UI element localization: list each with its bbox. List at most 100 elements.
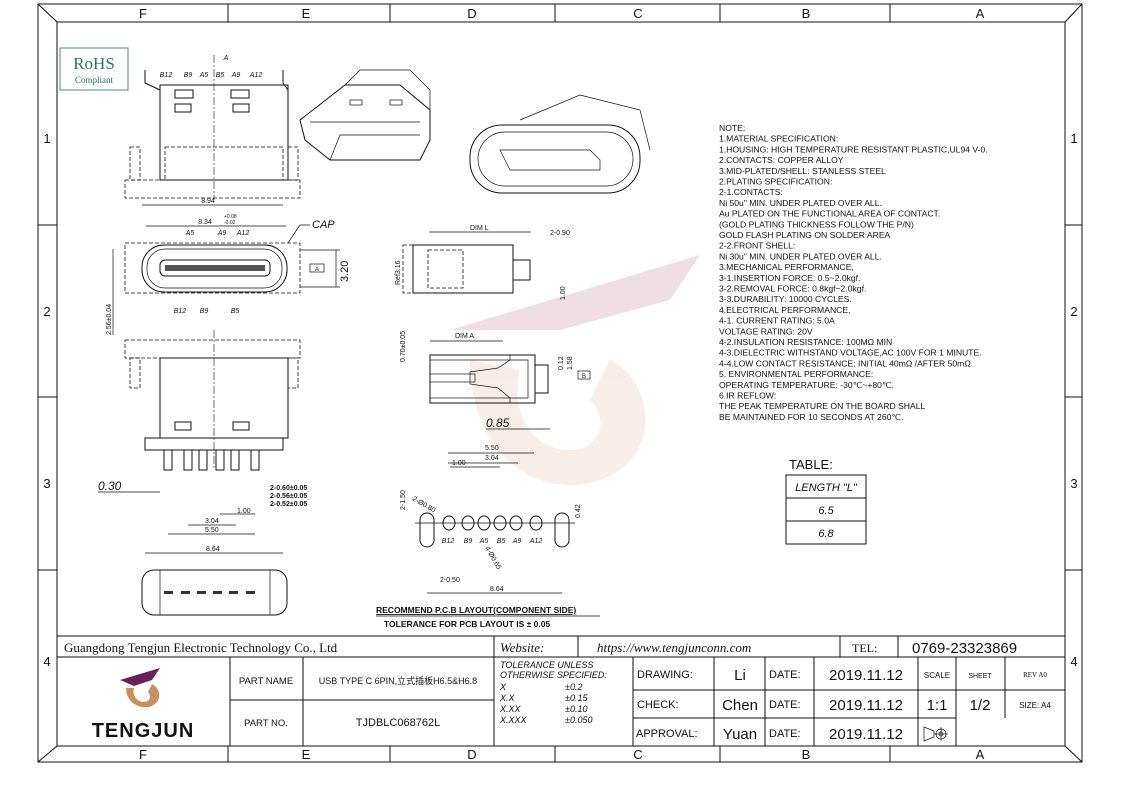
table-cell: 6.8 bbox=[818, 528, 834, 540]
pitch-dimension: 1.00 bbox=[237, 508, 251, 515]
note-line: 3-1.INSERTION FORCE: 0.5~2.0kgf. bbox=[719, 273, 860, 283]
note-line: 3-3.DURABILITY: 10000 CYCLES. bbox=[719, 294, 852, 304]
column-label: E bbox=[302, 6, 311, 21]
front-view: 8.34 +0.08 -0.02 CAP A5 A9 A12 B12 B9 B5… bbox=[106, 214, 351, 335]
note-line: 3.MECHANICAL PERFORMANCE, bbox=[719, 262, 854, 272]
tengjun-logo: TENGJUN bbox=[92, 668, 193, 742]
section-view: DIM A 0.70±0.05 0.12 1.58 B 0.85 bbox=[400, 331, 591, 430]
dimension: 0.12 bbox=[558, 356, 565, 370]
tolerance-value: ±0.15 bbox=[565, 693, 588, 703]
height-dimension: 3.20 bbox=[339, 261, 351, 282]
column-label: E bbox=[302, 747, 311, 762]
check-date: 2019.11.12 bbox=[829, 697, 903, 714]
thickness-dimension: 0.70±0.05 bbox=[400, 331, 407, 362]
pin-label: B9 bbox=[184, 72, 193, 79]
column-label: C bbox=[633, 6, 642, 21]
title-block: Guangdong Tengjun Electronic Technology … bbox=[57, 635, 1065, 746]
approval-label: APPROVAL: bbox=[636, 728, 698, 740]
tolerance-format: X.X bbox=[499, 693, 516, 703]
pcb-dimension: 5.50 bbox=[485, 445, 499, 452]
pin-label: A5 bbox=[185, 230, 195, 237]
website-link[interactable]: https://www.tengjunconn.com bbox=[597, 640, 751, 655]
dimension: 1.58 bbox=[567, 356, 574, 370]
website-label: Website: bbox=[500, 640, 544, 655]
pcb-dimension: 1.00 bbox=[452, 460, 466, 467]
sheet-label: SHEET bbox=[968, 673, 992, 680]
drawing-frame: F E D C B A F E D C B A 1 2 3 4 1 2 3 4 bbox=[37, 3, 1083, 763]
span-dimension: 8.64 bbox=[490, 586, 504, 593]
note-line: Ni 50u" MIN. UNDER PLATED OVER ALL. bbox=[719, 198, 882, 208]
tolerance-format: X.XXX bbox=[499, 715, 528, 725]
depth-dimension: 0.85 bbox=[486, 416, 510, 430]
width-dimension: 8.34 bbox=[198, 219, 212, 226]
span-dimension: 3.04 bbox=[205, 518, 219, 525]
column-label: B bbox=[802, 6, 811, 21]
width-dimension: 8.94 bbox=[201, 198, 215, 205]
date-label: DATE: bbox=[769, 728, 801, 740]
column-label: A bbox=[976, 747, 985, 762]
note-line: 4.ELECTRICAL PERFORMANCE, bbox=[719, 305, 850, 315]
hole-diameter: 4-Ø0.65 bbox=[483, 546, 502, 571]
datum-a: A bbox=[315, 267, 319, 273]
note-line: 2-1.CONTACTS: bbox=[719, 187, 783, 197]
table-header: LENGTH "L" bbox=[795, 482, 858, 494]
note-line: 6.IR REFLOW: bbox=[719, 391, 776, 401]
tolerance-value: ±0.050 bbox=[565, 715, 592, 725]
note-line: 3.MID-PLATED/SHELL: STANLESS STEEL bbox=[719, 166, 886, 176]
part-name-label: PART NAME bbox=[239, 676, 293, 687]
row-label: 3 bbox=[43, 476, 50, 491]
note-line: 5. ENVIRONMENTAL PERFORMANCE: bbox=[719, 369, 873, 379]
rohs-badge: RoHS Compliant bbox=[59, 47, 129, 91]
datum-b: B bbox=[582, 374, 586, 380]
note-line: 4-1. CURRENT RATING: 5.0A bbox=[719, 316, 835, 326]
side-view: DIM L 2-0.90 Ref3.16 1.00 bbox=[395, 225, 570, 300]
lower-tolerance: -0.02 bbox=[224, 220, 236, 226]
note-line: 1.HOUSING: HIGH TEMPERATURE RESISTANT PL… bbox=[719, 144, 988, 154]
check-label: CHECK: bbox=[637, 699, 679, 711]
projection-symbol-icon bbox=[923, 726, 948, 742]
date-label: DATE: bbox=[769, 669, 801, 681]
pin-width: 2-0.56±0.05 bbox=[270, 493, 307, 500]
drawing-date: 2019.11.12 bbox=[829, 667, 903, 684]
slot-width: 2-0.50 bbox=[440, 577, 460, 584]
pin-label: A12 bbox=[249, 72, 263, 79]
column-label: F bbox=[139, 6, 147, 21]
part-no-label: PART NO. bbox=[244, 718, 288, 729]
revision: REV A0 bbox=[1023, 671, 1047, 679]
tolerance-format: X.XX bbox=[499, 704, 522, 714]
scale-label: SCALE bbox=[924, 671, 950, 680]
note-line: 2.CONTACTS: COPPER ALLOY bbox=[719, 155, 844, 165]
column-label: D bbox=[467, 6, 476, 21]
row-label: 4 bbox=[43, 654, 50, 669]
offset-dimension: 0.30 bbox=[98, 479, 122, 493]
upper-tolerance: +0.08 bbox=[224, 214, 237, 220]
section-mark: A bbox=[223, 55, 229, 62]
tab-dimension: 2-0.90 bbox=[550, 230, 570, 237]
part-number: TJDBLC068762L bbox=[356, 717, 440, 729]
note-line: GOLD FLASH PLATING ON SOLDER AREA bbox=[719, 230, 891, 240]
rohs-subtitle: Compliant bbox=[75, 75, 113, 85]
sheet-value: 1/2 bbox=[970, 697, 991, 714]
pad-height: 0.42 bbox=[575, 504, 582, 518]
row-label: 1 bbox=[43, 131, 50, 146]
pad-label: A5 bbox=[479, 538, 489, 545]
pin-label: B12 bbox=[174, 308, 187, 315]
pin-label: B5 bbox=[231, 308, 240, 315]
length-table: TABLE: LENGTH "L" 6.5 6.8 bbox=[785, 457, 867, 545]
drawn-by: Li bbox=[734, 667, 746, 684]
slot-diameter: 2-Ø0.80 bbox=[411, 496, 436, 515]
row-label: 4 bbox=[1070, 654, 1077, 669]
slot-dimension: 2-1.50 bbox=[400, 490, 407, 510]
column-label: A bbox=[976, 6, 985, 21]
note-line: (GOLD PLATING THICKNESS FOLLOW THE P/N) bbox=[719, 219, 914, 229]
date-label: DATE: bbox=[769, 699, 801, 711]
tolerance-title: TOLERANCE UNLESS bbox=[500, 660, 593, 670]
note-line: 3-2.REMOVAL FORCE: 0.8kgf~2.0kgf. bbox=[719, 284, 866, 294]
height-dimension: 1.00 bbox=[560, 286, 567, 300]
part-name: USB TYPE C 6PIN,立式插板H6.5&H6.8 bbox=[319, 675, 477, 686]
note-line: 4-4.LOW CONTACT RESISTANCE: INITIAL 40mΩ… bbox=[719, 358, 971, 368]
tel-number: 0769-23323869 bbox=[912, 640, 1017, 657]
approval-date: 2019.11.12 bbox=[829, 726, 903, 743]
column-label: B bbox=[802, 747, 811, 762]
